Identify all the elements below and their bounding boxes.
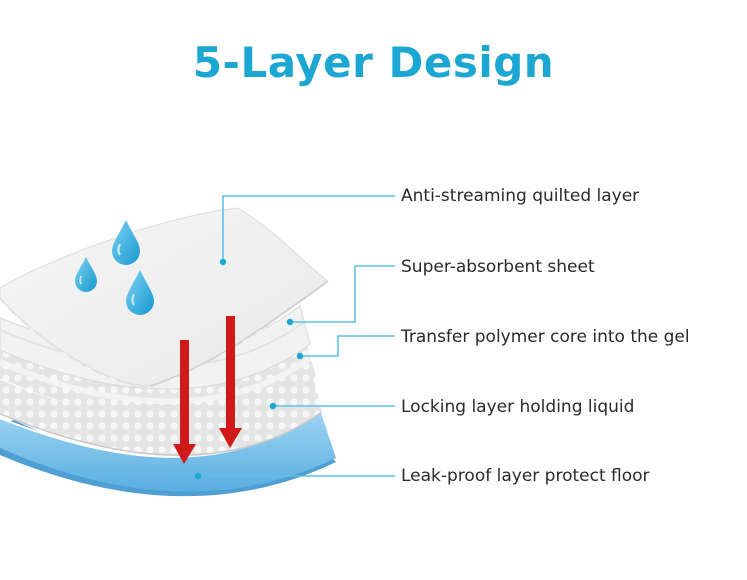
- water-drop-icon: [112, 220, 140, 265]
- label-locking-layer: Locking layer holding liquid: [401, 397, 635, 417]
- water-drop-icon: [126, 270, 154, 315]
- label-anti-streaming-layer: Anti-streaming quilted layer: [401, 186, 640, 206]
- leader-dots: [194, 258, 304, 480]
- leader-lines: [198, 195, 395, 477]
- diagram-title: 5-Layer Design: [192, 38, 555, 87]
- label-super-absorbent-sheet: Super-absorbent sheet: [401, 257, 595, 277]
- down-arrow-icon: [219, 316, 242, 448]
- down-arrow-icon: [173, 340, 196, 464]
- leader-line-layer-2: [290, 265, 395, 323]
- label-leak-proof-layer: Leak-proof layer protect floor: [401, 466, 650, 486]
- layer-anti-streaming: [0, 207, 329, 388]
- leader-line-layer-3: [300, 335, 395, 357]
- label-transfer-polymer-core: Transfer polymer core into the gel: [401, 327, 690, 347]
- leader-line-layer-1: [222, 195, 395, 262]
- water-drop-icon: [75, 257, 97, 292]
